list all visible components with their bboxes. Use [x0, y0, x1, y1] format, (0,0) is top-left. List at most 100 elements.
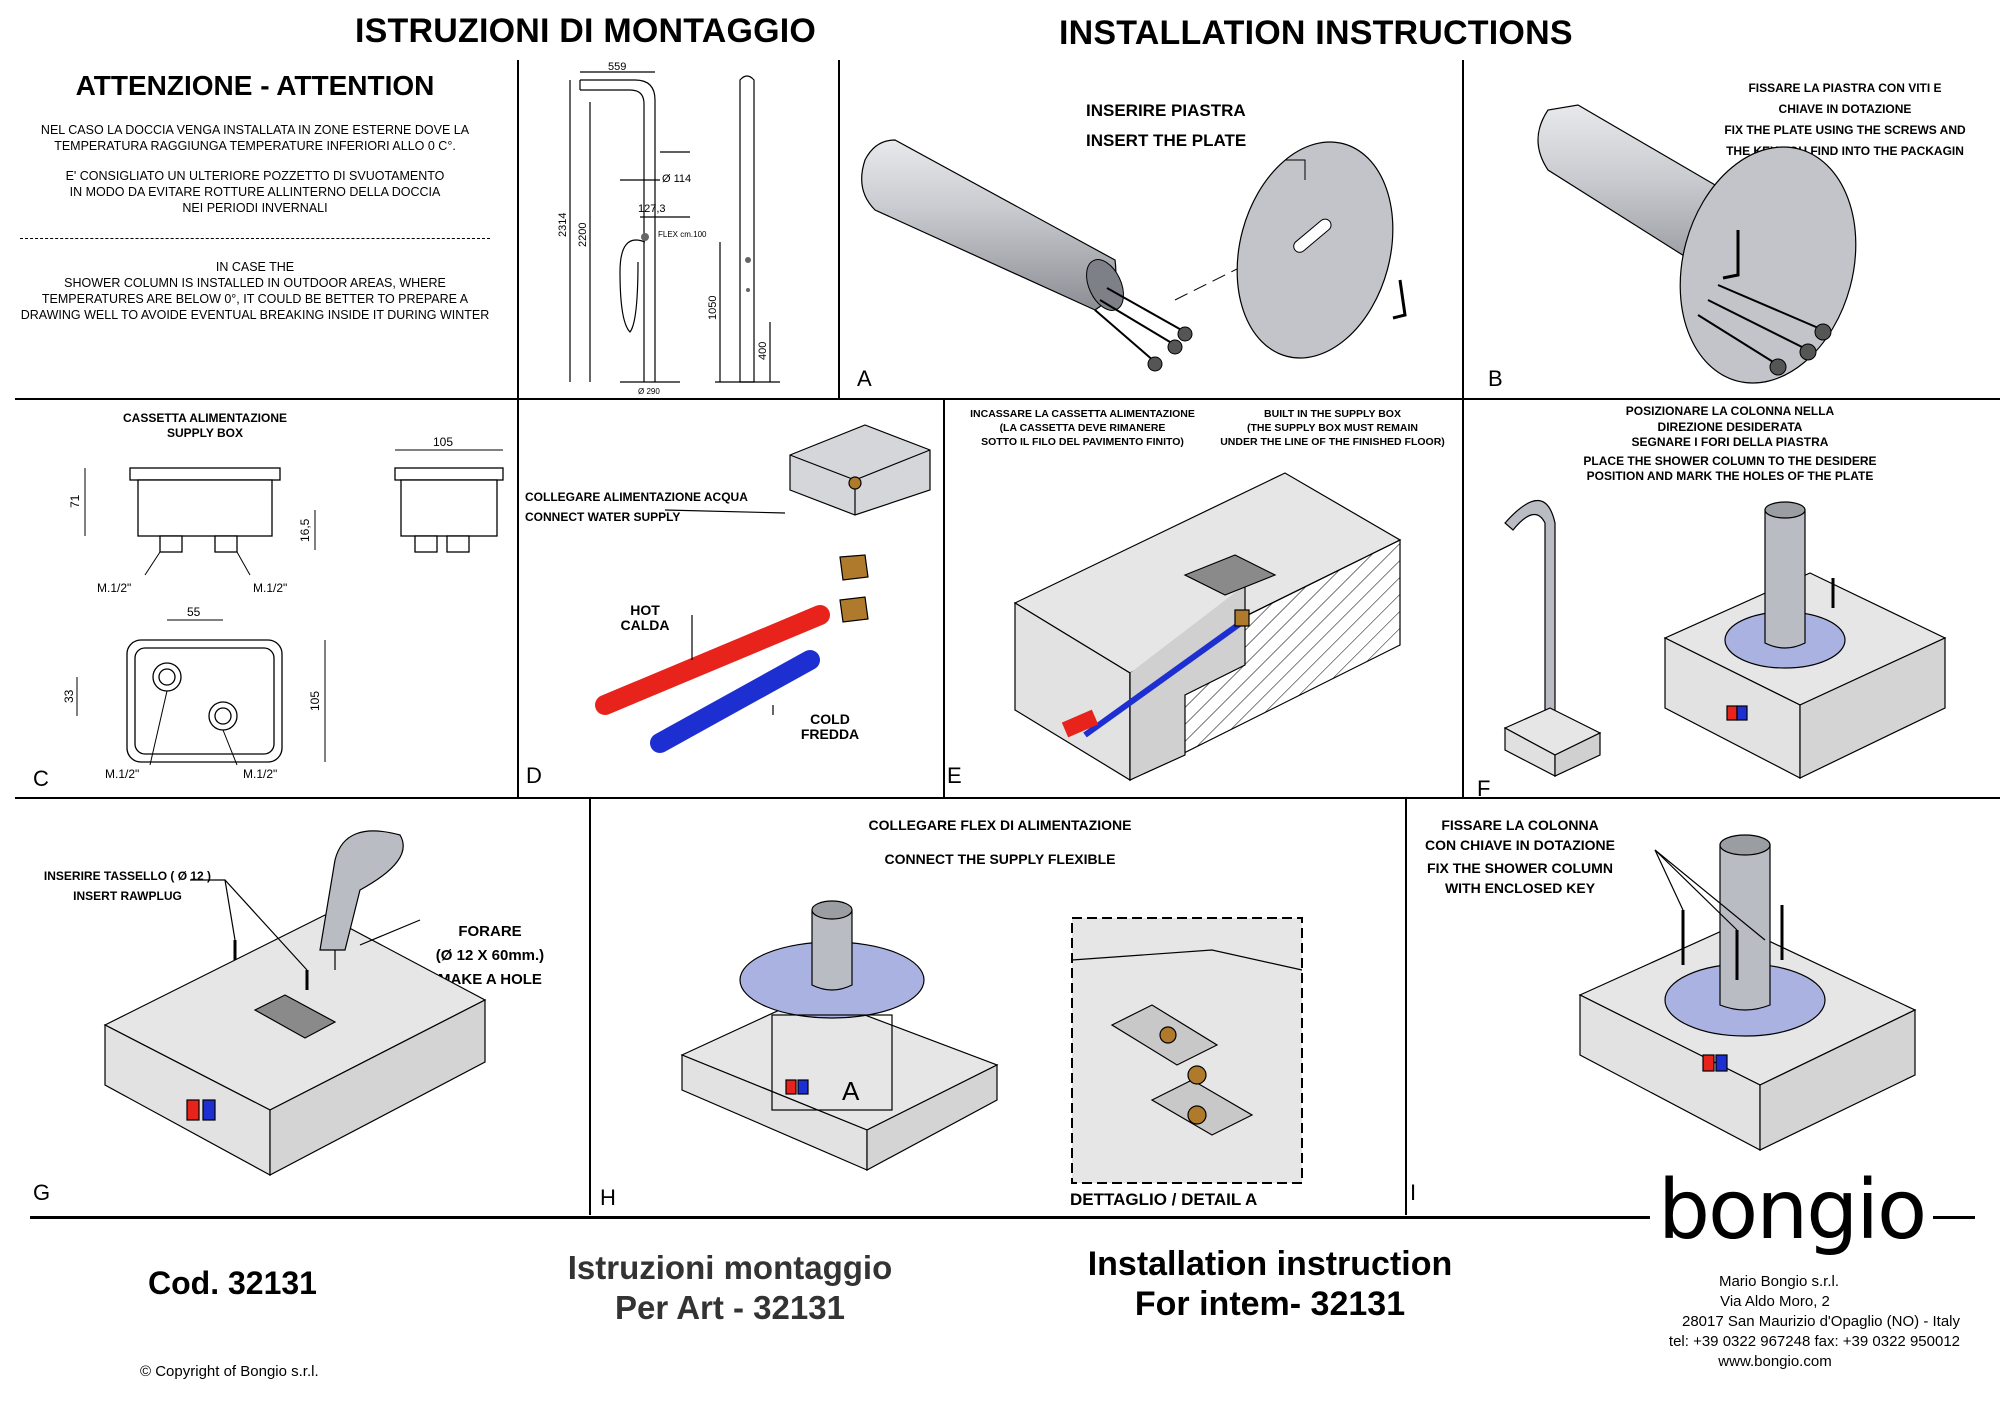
panel-f-illustration: F [1477, 499, 1947, 801]
panel-b-illustration: B [1488, 104, 1857, 391]
text-line: NEL CASO LA DOCCIA VENGA INSTALLATA IN Z… [40, 123, 470, 137]
text-line: Istruzioni montaggio [567, 1249, 893, 1286]
text-line: CONNECT THE SUPPLY FLEXIBLE [884, 851, 1116, 867]
divider [589, 797, 591, 1215]
text-line: FIX THE PLATE USING THE SCREWS AND [1724, 123, 1966, 137]
panel-d-connect-label: COLLEGARE ALIMENTAZIONE ACQUA CONNECT WA… [525, 487, 748, 527]
copyright: © Copyright of Bongio s.r.l. [140, 1363, 319, 1380]
footer-rule [1915, 1216, 1975, 1219]
text-line: TEMPERATURA RAGGIUNGA TEMPERATURE INFERI… [54, 139, 456, 153]
panel-letter: B [1488, 366, 1503, 391]
attention-panel: ATTENZIONE - ATTENTION NEL CASO LA DOCCI… [20, 70, 490, 323]
divider [1405, 797, 1407, 1215]
panel-d-illustration: D [526, 424, 931, 788]
text-line: IN CASE THE [215, 260, 295, 274]
text-line: E' CONSIGLIATO UN ULTERIORE POZZETTO DI … [65, 169, 445, 183]
text-line: (THE SUPPLY BOX MUST REMAIN [1247, 422, 1418, 434]
fitting-label: M.1/2" [105, 767, 139, 781]
text-line: Per Art - 32131 [615, 1289, 845, 1326]
dim-33: 33 [62, 689, 76, 703]
company-address: Mario Bongio s.r.l. Via Aldo Moro, 2 280… [1460, 1272, 1960, 1372]
panel-a-instructions: INSERIRE PIASTRA INSERT THE PLATE [1086, 96, 1246, 156]
text-line: (LA CASSETTA DEVE RIMANERE [999, 422, 1166, 434]
text-line: BUILT IN THE SUPPLY BOX [1264, 408, 1401, 420]
text-line: COLD [810, 711, 850, 727]
dim-400: 400 [757, 342, 769, 360]
footer-rule [30, 1216, 1650, 1219]
text-line: SHOWER COLUMN IS INSTALLED IN OUTDOOR AR… [64, 276, 446, 290]
detail-caption: DETTAGLIO / DETAIL A [1070, 1190, 1257, 1209]
dim-1050: 1050 [707, 296, 719, 320]
cold-label: COLD FREDDA [790, 712, 870, 742]
detail-marker: A [842, 1076, 860, 1106]
text-line: For intem- 32131 [1134, 1285, 1406, 1323]
text-line: DIREZIONE DESIDERATA [1657, 419, 1803, 434]
text-line: HOT [630, 602, 660, 618]
attention-text-en: IN CASE THE SHOWER COLUMN IS INSTALLED I… [20, 259, 490, 323]
panel-letter: F [1477, 776, 1490, 801]
panel-c-drawing: 105 71 16,5 M.1/2" M.1/2" 55 33 105 M.1/… [62, 435, 504, 781]
dim-71: 71 [68, 494, 82, 508]
panel-a-line-en: INSERT THE PLATE [1086, 131, 1247, 150]
text-line: FISSARE LA COLONNA [1441, 817, 1599, 833]
divider [838, 60, 840, 398]
text-line: SUPPLY BOX [166, 426, 244, 440]
divider [517, 60, 519, 398]
text-line: (Ø 12 X 60mm.) [435, 947, 545, 964]
text-line: www.bongio.com [1718, 1353, 1832, 1370]
fitting-label: M.1/2" [243, 767, 277, 781]
panel-b-instructions: FISSARE LA PIASTRA CON VITI E CHIAVE IN … [1695, 78, 1995, 162]
text-line: MAKE A HOLE [438, 971, 542, 988]
text-line: IN MODO DA EVITARE ROTTURE ALLINTERNO DE… [69, 185, 441, 199]
dim-290: Ø 290 [638, 387, 660, 396]
product-code: Cod. 32131 [148, 1265, 317, 1301]
panel-letter: E [947, 763, 962, 788]
panel-e-text-en: BUILT IN THE SUPPLY BOX (THE SUPPLY BOX … [1200, 407, 1465, 449]
text-line: WITH ENCLOSED KEY [1444, 880, 1596, 896]
panel-i-instructions: FISSARE LA COLONNA CON CHIAVE IN DOTAZIO… [1400, 815, 1640, 898]
text-line: FORARE [458, 923, 522, 940]
text-line: UNDER THE LINE OF THE FINISHED FLOOR) [1220, 436, 1445, 448]
text-line: Installation instruction [1087, 1245, 1453, 1283]
panel-letter: D [526, 763, 542, 788]
divider [1462, 60, 1464, 398]
divider [517, 398, 519, 798]
text-line: INSERT RAWPLUG [73, 889, 182, 903]
page-title-it: ISTRUZIONI DI MONTAGGIO [355, 12, 817, 50]
dim-105: 105 [308, 691, 322, 711]
dim-114: Ø 114 [662, 173, 691, 185]
panel-h-illustration: A DETTAGLIO / DETAIL A H [600, 900, 1303, 1210]
brand-logo: bongio [1650, 1166, 1934, 1256]
page-title-en: INSTALLATION INSTRUCTIONS [1059, 14, 1573, 52]
text-line: 28017 San Maurizio d'Opaglio (NO) - Ital… [1682, 1313, 1960, 1330]
text-line: CASSETTA ALIMENTAZIONE [123, 411, 287, 425]
text-line: tel: +39 0322 967248 fax: +39 0322 95001… [1668, 1333, 1960, 1350]
text-line: COLLEGARE ALIMENTAZIONE ACQUA [525, 490, 748, 504]
text-line: INSERIRE TASSELLO ( Ø 12 ) [43, 869, 212, 883]
text-line: CHIAVE IN DOTAZIONE [1778, 102, 1912, 116]
dim-105: 105 [433, 435, 453, 449]
text-line: DRAWING WELL TO AVOIDE EVENTUAL BREAKING… [20, 308, 490, 322]
text-line: CONNECT WATER SUPPLY [525, 510, 681, 524]
fitting-label: M.1/2" [97, 581, 131, 595]
divider [15, 398, 2000, 400]
panel-h-instructions: COLLEGARE FLEX DI ALIMENTAZIONE CONNECT … [800, 808, 1200, 876]
panel-g-illustration: G [33, 830, 487, 1205]
divider [15, 797, 2000, 799]
dim-flex: FLEX cm.100 [658, 230, 707, 239]
fitting-label: M.1/2" [253, 581, 287, 595]
panel-i-illustration: I [1410, 834, 1917, 1205]
panel-c-title: CASSETTA ALIMENTAZIONE SUPPLY BOX [60, 411, 350, 441]
footer-title-it: Istruzioni montaggio Per Art - 32131 [530, 1248, 930, 1328]
dim-55: 55 [187, 605, 201, 619]
panel-e-text-it: INCASSARE LA CASSETTA ALIMENTAZIONE (LA … [950, 407, 1215, 449]
text-line: SOTTO IL FILO DEL PAVIMENTO FINITO) [981, 436, 1184, 448]
text-line: FREDDA [800, 726, 860, 742]
dim-127: 127,3 [638, 203, 666, 215]
text-line: CALDA [620, 617, 670, 633]
text-line: CON CHIAVE IN DOTAZIONE [1424, 837, 1616, 853]
panel-a-line-it: INSERIRE PIASTRA [1086, 101, 1246, 120]
text-line: FISSARE LA PIASTRA CON VITI E [1748, 81, 1942, 95]
text-line: INCASSARE LA CASSETTA ALIMENTAZIONE [970, 408, 1195, 420]
text-line: FIX THE SHOWER COLUMN [1427, 860, 1613, 876]
